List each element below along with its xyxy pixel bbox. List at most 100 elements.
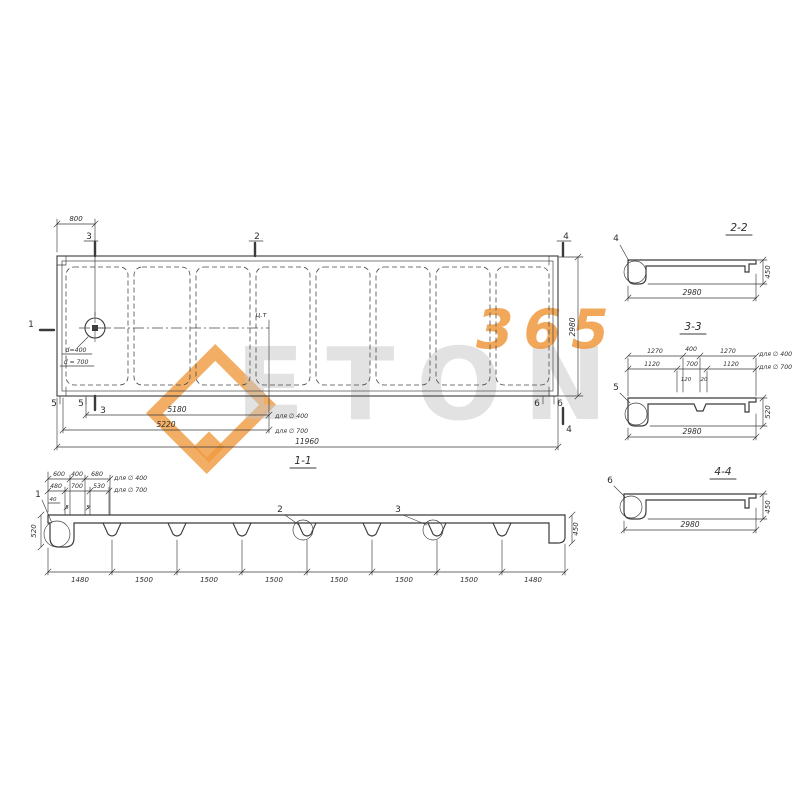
detail-6-circle xyxy=(619,495,643,519)
detail-2-circle xyxy=(292,519,314,541)
section-1-1-ribs xyxy=(102,522,512,537)
section-3-3-height: 520 xyxy=(764,405,772,419)
cut-5a-label: 5 xyxy=(51,399,57,409)
dim-700-b: 700 xyxy=(686,361,698,368)
cut-3-top-label: 3 xyxy=(86,232,92,242)
section-4-4-height: 450 xyxy=(764,500,772,514)
dim-800-label: 800 xyxy=(69,215,83,223)
dim-40: 40 xyxy=(50,497,57,503)
dim-5b: 5 xyxy=(86,505,90,511)
dim-1500-d: 1500 xyxy=(330,576,348,584)
dim-1270-b: 1270 xyxy=(720,348,736,355)
dim-700: 700 xyxy=(71,483,83,490)
dim-1500-e: 1500 xyxy=(395,576,413,584)
hole-leader xyxy=(59,336,95,367)
dim-5220-label: 5220 xyxy=(156,420,175,429)
dim-400: 400 xyxy=(71,471,83,478)
plan-outer-outline xyxy=(56,255,559,397)
plan-dim-800: 800 xyxy=(53,215,99,317)
dim-120: 120 xyxy=(681,377,692,383)
section-1-1: 1-1 1 2 3 600 400 680 для ∅ 400 480 700 … xyxy=(30,455,580,584)
section-1-1-profile xyxy=(47,514,566,548)
dim-1270-a: 1270 xyxy=(647,348,663,355)
section-4-4: 4-4 6 2980 450 xyxy=(607,466,772,534)
plan-view: d=400 d = 700 ц.т 800 3 2 4 1 xyxy=(28,215,584,451)
detail-6-leader xyxy=(613,485,626,498)
detail-1-circle xyxy=(43,520,71,548)
dim-480: 480 xyxy=(50,483,62,490)
detail-5-label: 5 xyxy=(613,383,619,393)
plan-panel-outlines xyxy=(65,266,550,386)
section-2-2-height: 450 xyxy=(764,265,772,279)
cut-6b-label: 6 xyxy=(557,399,563,409)
dim-530: 530 xyxy=(93,483,105,490)
hole-diameter-label-700: d = 700 xyxy=(64,359,89,366)
dim-1500-b: 1500 xyxy=(200,576,218,584)
section-3-3: 3-3 1270 400 1270 для ∅ 400 1120 700 112… xyxy=(613,321,792,441)
dim-1500-c: 1500 xyxy=(265,576,283,584)
detail-3-label: 3 xyxy=(395,505,401,515)
cut-6a-label: 6 xyxy=(534,399,540,409)
section-2-2-width: 2980 xyxy=(682,288,701,297)
dim-400-b: 400 xyxy=(685,346,697,353)
note-d400-33: для ∅ 400 xyxy=(758,351,792,358)
dim-5a: 5 xyxy=(65,505,69,511)
note-d400: для ∅ 400 xyxy=(113,475,147,482)
section-2-2-title: 2-2 xyxy=(730,222,747,234)
hole-detail: d=400 d = 700 xyxy=(59,312,111,367)
section-3-3-dim-lines xyxy=(624,394,768,441)
dim-1480-a: 1480 xyxy=(71,576,89,584)
dim-600: 600 xyxy=(53,471,65,478)
section-4-4-title: 4-4 xyxy=(714,466,731,478)
dim-1500-a: 1500 xyxy=(135,576,153,584)
watermark-brand-text: ETON xyxy=(236,326,630,443)
watermark-brand-number: 365 xyxy=(476,298,619,361)
section-3-3-top-dimensions: 1270 400 1270 для ∅ 400 1120 700 1120 дл… xyxy=(624,346,792,397)
dim-680: 680 xyxy=(91,471,103,478)
plan-inner-outline xyxy=(61,260,554,392)
section-4-4-profile xyxy=(623,493,757,520)
section-4-4-width: 2980 xyxy=(680,520,699,529)
section-4-4-dim-lines xyxy=(620,490,768,534)
detail-4-circle xyxy=(623,260,647,284)
dim-11960-label: 11960 xyxy=(295,437,319,446)
detail-3-circle xyxy=(422,519,444,541)
section-2-2: 2-2 4 2980 450 xyxy=(613,222,772,302)
cut-2-top-label: 2 xyxy=(254,232,260,242)
cut-4-top-label: 4 xyxy=(563,232,569,242)
section-3-3-width: 2980 xyxy=(682,427,701,436)
detail-leaders xyxy=(41,499,428,526)
detail-5-circle xyxy=(624,402,648,426)
detail-5-leader xyxy=(619,392,631,404)
dim-1120-b: 1120 xyxy=(723,361,739,368)
cut-3-bottom-label: 3 xyxy=(100,406,106,416)
cut-5b-label: 5 xyxy=(78,399,84,409)
cut-1-left-label: 1 xyxy=(28,320,34,330)
note-d700: для ∅ 700 xyxy=(113,487,147,494)
plan-bottom-dimensions: 5180 для ∅ 400 5220 для ∅ 700 11960 xyxy=(53,397,562,451)
center-of-gravity: ц.т xyxy=(95,311,270,434)
detail-6-label: 6 xyxy=(607,476,613,486)
plan-corner-notches xyxy=(56,255,559,397)
dim-1500-f: 1500 xyxy=(460,576,478,584)
dim-5180-note: для ∅ 400 xyxy=(274,413,308,420)
section-2-2-profile xyxy=(627,259,757,285)
hole-diameter-label-400: d=400 xyxy=(66,347,87,354)
height-right-450: 450 xyxy=(572,522,580,536)
height-left-520: 520 xyxy=(30,524,38,538)
dim-20: 20 xyxy=(701,377,708,383)
section-1-1-top-dimensions: 600 400 680 для ∅ 400 480 700 530 для ∅ … xyxy=(44,471,147,516)
section-2-2-dim-lines xyxy=(624,256,768,302)
dim-2980-label: 2980 xyxy=(568,317,577,336)
cg-label: ц.т xyxy=(255,311,267,319)
detail-4-leader xyxy=(619,244,630,262)
section-1-1-height-dimensions: 520 450 xyxy=(30,511,580,551)
dim-5180-label: 5180 xyxy=(167,405,186,414)
plan-right-dimension: 2980 xyxy=(558,253,584,400)
note-d700-33: для ∅ 700 xyxy=(758,364,792,371)
section-3-3-profile xyxy=(627,397,757,427)
dim-5220-note: для ∅ 700 xyxy=(274,428,308,435)
detail-2-label: 2 xyxy=(277,505,283,515)
